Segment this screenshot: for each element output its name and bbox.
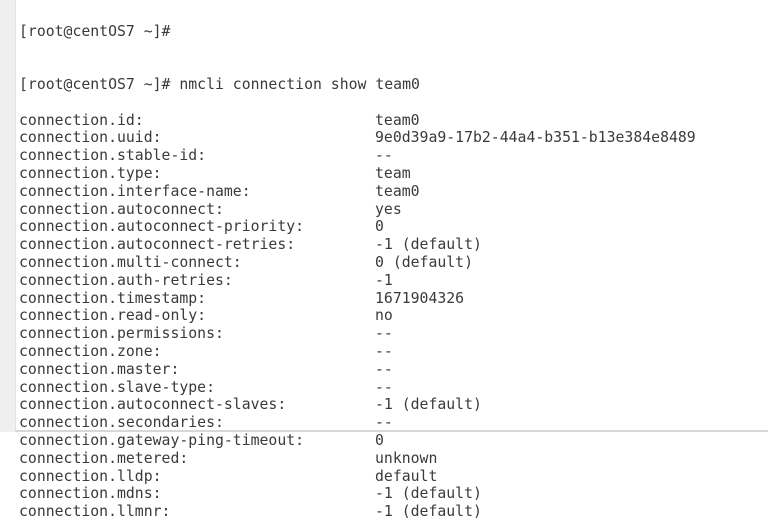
property-row: connection.read-only: no xyxy=(19,307,696,325)
property-row: connection.auth-retries: -1 xyxy=(19,272,696,290)
property-value: 0 (default) xyxy=(375,253,473,271)
property-key: connection.read-only: xyxy=(19,307,207,325)
property-value: default xyxy=(375,467,438,485)
property-key: connection.autoconnect: xyxy=(19,200,224,218)
property-row: connection.autoconnect-priority: 0 xyxy=(19,218,696,236)
property-row: connection.autoconnect: yes xyxy=(19,201,696,219)
property-value: -1 (default) xyxy=(375,503,482,521)
property-row: connection.multi-connect: 0 (default) xyxy=(19,254,696,272)
property-value: -1 (default) xyxy=(375,485,482,503)
property-key: connection.multi-connect: xyxy=(19,253,242,271)
terminal-gutter xyxy=(0,0,16,432)
property-row: connection.lldp: default xyxy=(19,468,696,486)
property-key: connection.stable-id: xyxy=(19,147,207,165)
property-value: 9e0d39a9-17b2-44a4-b351-b13e384e8489 xyxy=(375,129,696,147)
property-row: connection.interface-name: team0 xyxy=(19,183,696,201)
property-key: connection.secondaries: xyxy=(19,414,224,432)
property-value: -- xyxy=(375,342,393,360)
property-key: connection.metered: xyxy=(19,449,189,467)
property-key: connection.autoconnect-slaves: xyxy=(19,396,287,414)
property-key: connection.timestamp: xyxy=(19,289,207,307)
property-key: connection.mdns: xyxy=(19,485,162,503)
property-row: connection.autoconnect-retries: -1 (defau… xyxy=(19,236,696,254)
property-row: connection.llmnr: -1 (default) xyxy=(19,503,696,521)
partial-prompt-line: [root@centOS7 ~]# xyxy=(19,22,171,40)
terminal-bottom-border xyxy=(15,430,768,432)
property-key: connection.interface-name: xyxy=(19,182,251,200)
property-key: connection.auth-retries: xyxy=(19,271,233,289)
property-value: 1671904326 xyxy=(375,289,465,307)
property-key: connection.id: xyxy=(19,111,144,129)
property-value: -1 (default) xyxy=(375,396,482,414)
property-row: connection.permissions: -- xyxy=(19,325,696,343)
property-value: yes xyxy=(375,200,402,218)
property-row: connection.id: team0 xyxy=(19,112,696,130)
property-row: connection.zone: -- xyxy=(19,343,696,361)
property-row: connection.timestamp: 1671904326 xyxy=(19,290,696,308)
property-value: 0 xyxy=(375,218,384,236)
property-key: connection.llmnr: xyxy=(19,503,171,521)
property-value: 0 xyxy=(375,431,384,449)
property-value: team xyxy=(375,164,411,182)
property-row: connection.uuid: 9e0d39a9-17b2-44a4-b351-… xyxy=(19,129,696,147)
property-value: -1 xyxy=(375,271,393,289)
property-key: connection.slave-type: xyxy=(19,378,215,396)
property-row: connection.gateway-ping-timeout: 0 xyxy=(19,432,696,450)
property-row: connection.master: -- xyxy=(19,361,696,379)
property-value: team0 xyxy=(375,111,420,129)
property-key: connection.autoconnect-retries: xyxy=(19,236,296,254)
property-row: connection.stable-id: -- xyxy=(19,147,696,165)
property-row: connection.metered: unknown xyxy=(19,450,696,468)
property-row: connection.mdns: -1 (default) xyxy=(19,485,696,503)
terminal-output[interactable]: [root@centOS7 ~]# [root@centOS7 ~]# nmcl… xyxy=(19,0,696,521)
property-value: -- xyxy=(375,414,393,432)
property-key: connection.gateway-ping-timeout: xyxy=(19,431,305,449)
property-row: connection.type: team xyxy=(19,165,696,183)
property-value: -- xyxy=(375,360,393,378)
property-value: -1 (default) xyxy=(375,236,482,254)
property-row: connection.autoconnect-slaves: -1 (defaul… xyxy=(19,396,696,414)
property-row: connection.secondaries: -- xyxy=(19,414,696,432)
property-value: unknown xyxy=(375,449,438,467)
property-key: connection.master: xyxy=(19,360,180,378)
property-value: no xyxy=(375,307,393,325)
property-key: connection.type: xyxy=(19,164,162,182)
property-key: connection.lldp: xyxy=(19,467,162,485)
property-key: connection.permissions: xyxy=(19,325,224,343)
property-value: -- xyxy=(375,147,393,165)
property-value: -- xyxy=(375,325,393,343)
property-key: connection.uuid: xyxy=(19,129,162,147)
property-key: connection.zone: xyxy=(19,342,162,360)
property-value: team0 xyxy=(375,182,420,200)
property-row: connection.slave-type: -- xyxy=(19,379,696,397)
property-value: -- xyxy=(375,378,393,396)
property-key: connection.autoconnect-priority: xyxy=(19,218,305,236)
command-line: [root@centOS7 ~]# nmcli connection show … xyxy=(19,75,420,93)
